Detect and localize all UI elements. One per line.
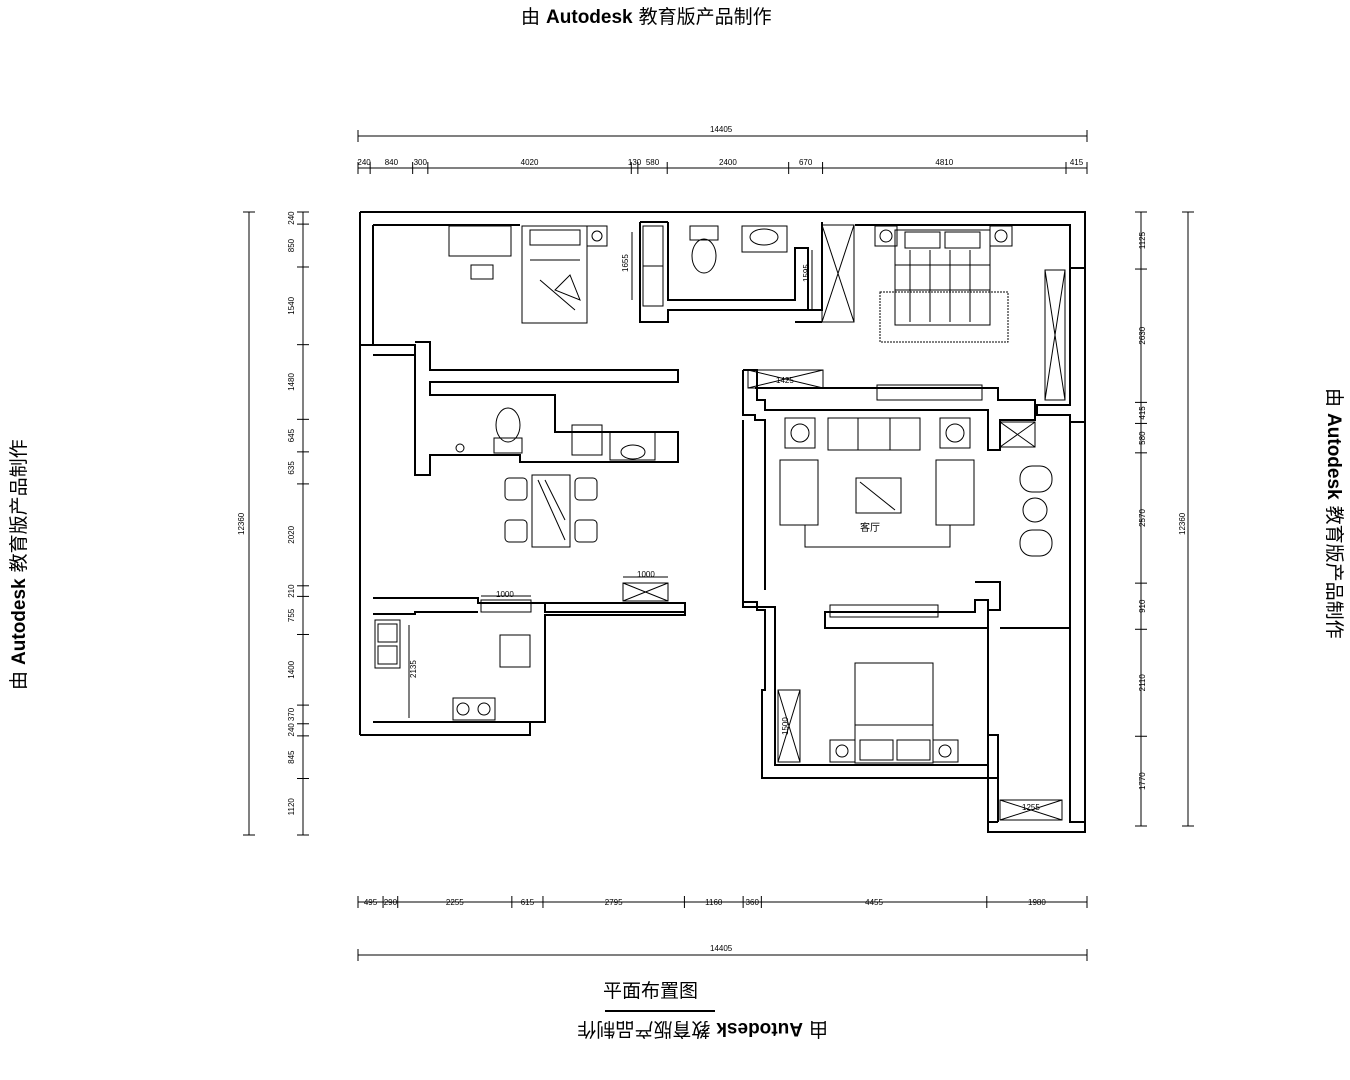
walls (359, 211, 1086, 833)
dim-bottom-total: 14405 (710, 944, 733, 953)
dim-top-total: 14405 (710, 125, 733, 134)
dim-right-total: 12360 (1178, 512, 1187, 535)
washer (571, 424, 603, 456)
dining-table (504, 474, 598, 548)
dim-top-label: 130 (628, 158, 642, 167)
tv-cabinet (876, 384, 983, 401)
dim-bottom-label: 615 (521, 898, 535, 907)
single-bed (521, 225, 588, 324)
dim-interior-2: 1595 (802, 264, 811, 282)
dim-left-label: 1480 (287, 373, 296, 391)
dim-top-label: 580 (646, 158, 660, 167)
wardrobe-master (821, 224, 855, 323)
dim-left-label: 1400 (287, 660, 296, 678)
dim-interior-5: 1000 (496, 590, 514, 599)
wardrobe-3 (777, 689, 801, 763)
dim-interior-3: 1425 (776, 376, 794, 385)
dim-interior-7: 1500 (781, 717, 790, 735)
dim-interior-1: 1655 (621, 254, 630, 272)
dim-top-label: 4810 (935, 158, 953, 167)
dim-bottom-label: 360 (746, 898, 760, 907)
dim-right-label: 415 (1138, 406, 1147, 420)
dim-right-label: 580 (1138, 431, 1147, 445)
toilet-2 (455, 407, 523, 454)
dim-top-label: 4020 (521, 158, 539, 167)
dim-left-label: 240 (287, 723, 296, 737)
wardrobe-tall (1044, 269, 1066, 401)
double-bed-2 (829, 662, 959, 764)
dim-bottom-label: 2255 (446, 898, 464, 907)
dim-top-label: 2400 (719, 158, 737, 167)
dim-right-label: 1770 (1138, 772, 1147, 790)
furniture (374, 224, 1066, 821)
dim-bottom-label: 4455 (865, 898, 883, 907)
sink (741, 225, 788, 253)
watermark-top: 由 Autodesk 教育版产品制作 (521, 6, 772, 28)
dim-left-label: 845 (287, 750, 296, 764)
dim-interior-4: 1000 (637, 570, 655, 579)
shoe-cabinet (747, 369, 824, 389)
dim-left-label: 1120 (287, 798, 296, 816)
dim-interior-6: 2135 (409, 660, 418, 678)
dim-right-label: 2570 (1138, 509, 1147, 527)
room-label-living: 客厅 (860, 521, 880, 534)
bottom-dimension (357, 896, 1088, 961)
dim-right-label: 910 (1138, 599, 1147, 613)
dim-right-label: 2110 (1138, 674, 1147, 692)
tv-cabinet-2 (829, 604, 939, 618)
dim-top-label: 300 (414, 158, 428, 167)
nightstand (586, 225, 608, 247)
basin (609, 431, 656, 461)
double-bed (874, 225, 1013, 343)
dim-left-label: 1540 (287, 296, 296, 314)
dim-bottom-label: 1160 (705, 898, 723, 907)
title-underline (605, 1010, 715, 1012)
dim-right-label: 1125 (1138, 231, 1147, 249)
toilet (689, 225, 719, 274)
double-sink (374, 619, 401, 669)
dim-left-label: 635 (287, 461, 296, 475)
dim-top-label: 415 (1070, 158, 1084, 167)
dim-left-label: 370 (287, 707, 296, 721)
fridge (499, 634, 531, 668)
dim-bottom-label: 1980 (1028, 898, 1046, 907)
dim-top-label: 840 (385, 158, 399, 167)
desk (448, 225, 512, 257)
sofa-set (779, 417, 1053, 557)
dim-left-label: 2020 (287, 525, 296, 543)
dim-left-label: 850 (287, 238, 296, 252)
dim-top-label: 240 (357, 158, 371, 167)
left-dimension (243, 211, 309, 836)
dim-left-label: 645 (287, 428, 296, 442)
dim-bottom-label: 495 (364, 898, 378, 907)
stool (470, 264, 494, 280)
top-dimension (357, 130, 1088, 174)
stove (452, 697, 496, 721)
dim-left-total: 12360 (237, 512, 246, 535)
dim-bottom-label: 2795 (605, 898, 623, 907)
dim-left-label: 210 (287, 584, 296, 598)
drawing-title: 平面布置图 (603, 980, 699, 1002)
dim-top-label: 670 (799, 158, 813, 167)
right-dimension (1135, 211, 1194, 827)
dim-interior-8: 1255 (1022, 803, 1040, 812)
dim-left-label: 755 (287, 608, 296, 622)
dim-left-label: 240 (287, 211, 296, 225)
dim-bottom-label: 290 (384, 898, 398, 907)
dim-right-label: 2630 (1138, 326, 1147, 344)
